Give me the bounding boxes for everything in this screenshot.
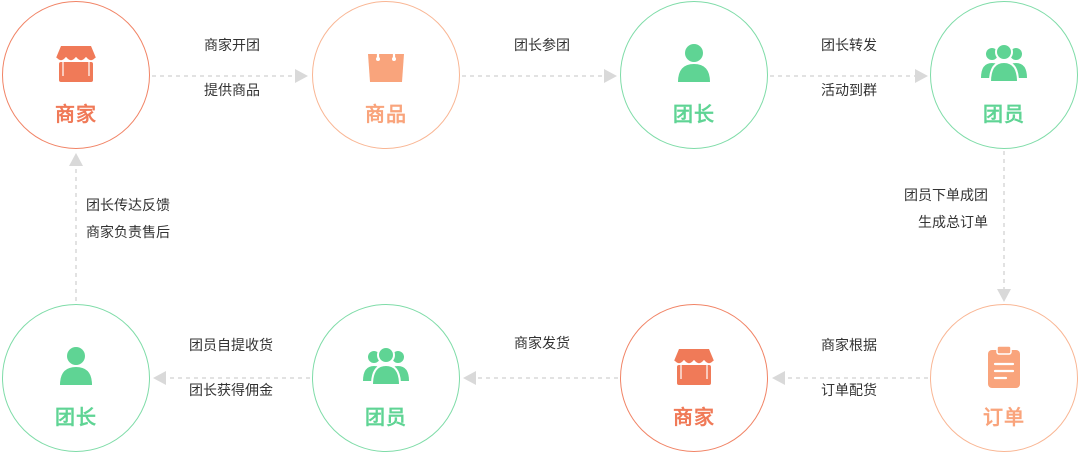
node-label: 订单 (983, 405, 1025, 429)
connector-n7-n8 (153, 371, 310, 385)
node-label: 商家 (55, 102, 97, 126)
connector-n5-n6 (772, 371, 928, 385)
node-n6: 商家 (620, 304, 768, 452)
edge-label-line: 商家发货 (514, 336, 570, 352)
arrow-head (153, 371, 166, 385)
node-n4: 团员 (930, 1, 1078, 149)
arrow-head (772, 371, 785, 385)
connector-n6-n7 (463, 371, 618, 385)
node-label: 商品 (365, 102, 407, 126)
shopping-bag-icon (362, 40, 410, 88)
node-n2: 商品 (312, 1, 460, 149)
node-label: 团长 (673, 102, 715, 126)
node-label: 商家 (673, 405, 715, 429)
connector-n8-n1 (69, 153, 83, 301)
node-n8: 团长 (2, 304, 150, 452)
arrow-head (69, 153, 83, 166)
node-label: 团长 (55, 405, 97, 429)
group-icon (980, 40, 1028, 88)
edge-label-line: 团长转发 (821, 38, 877, 54)
arrow-head (915, 69, 928, 83)
edge-label-line: 团长参团 (514, 38, 570, 54)
edge-label-line: 团员自提收货 (189, 338, 273, 354)
node-n1: 商家 (2, 1, 150, 149)
edge-label-line: 活动到群 (821, 83, 877, 99)
node-label: 团员 (365, 405, 407, 429)
person-icon (52, 343, 100, 391)
connector-n2-n3 (462, 69, 617, 83)
clipboard-icon (980, 343, 1028, 391)
arrow-head (463, 371, 476, 385)
arrow-head (997, 289, 1011, 302)
node-n7: 团员 (312, 304, 460, 452)
edge-label-line: 商家开团 (204, 38, 260, 54)
arrow-head (295, 69, 308, 83)
edge-label-line: 团员下单成团 (904, 188, 988, 204)
node-n5: 订单 (930, 304, 1078, 452)
group-icon (362, 343, 410, 391)
edge-label-line: 团长传达反馈 (86, 198, 170, 214)
arrow-head (604, 69, 617, 83)
node-n3: 团长 (620, 1, 768, 149)
connector-n1-n2 (152, 69, 308, 83)
shop-icon (52, 40, 100, 88)
node-label: 团员 (983, 102, 1025, 126)
shop-icon (670, 343, 718, 391)
edge-label-line: 生成总订单 (918, 215, 988, 231)
edge-label-line: 商家根据 (821, 338, 877, 354)
connector-n3-n4 (770, 69, 928, 83)
edge-label-line: 提供商品 (204, 83, 260, 99)
edge-label-line: 商家负责售后 (86, 225, 170, 241)
person-icon (670, 40, 718, 88)
edge-label-line: 团长获得佣金 (189, 383, 273, 399)
connector-n4-n5 (997, 151, 1011, 302)
edge-label-line: 订单配货 (821, 383, 877, 399)
